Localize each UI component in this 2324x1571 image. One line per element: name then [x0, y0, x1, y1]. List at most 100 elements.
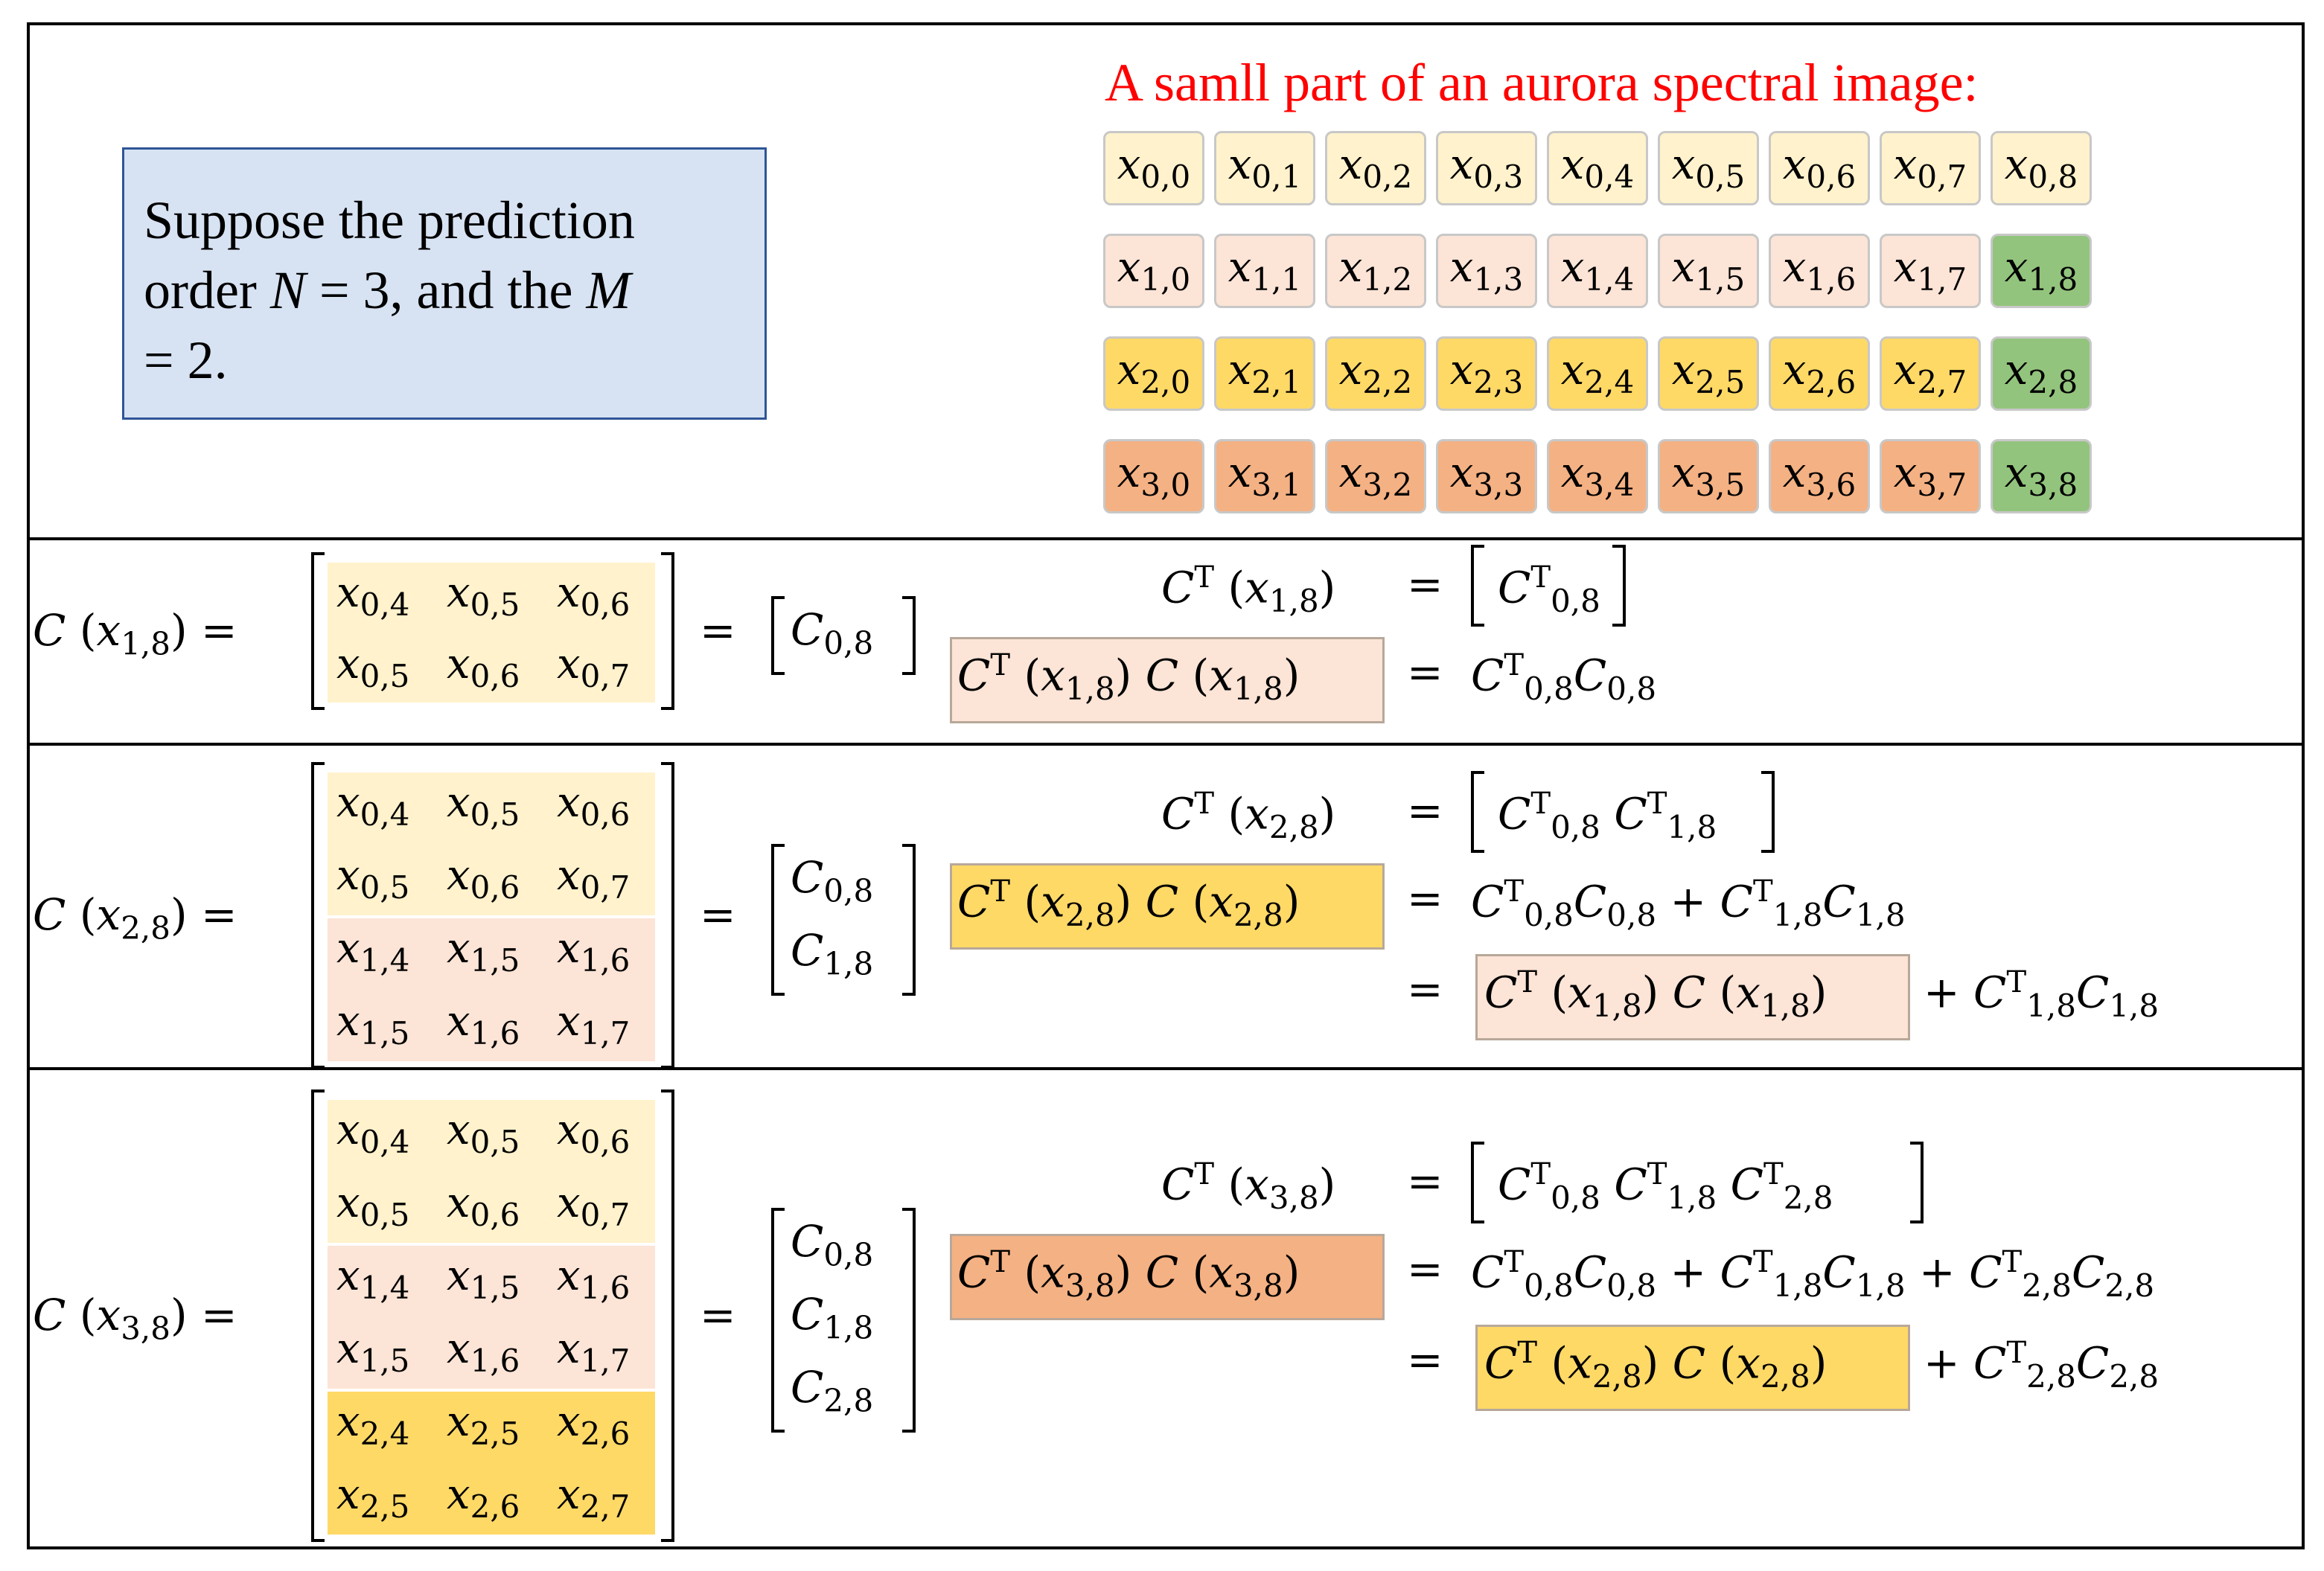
matrix-left-bracket — [311, 1090, 325, 1542]
math-symbol: C — [791, 1289, 824, 1340]
math-subscript: 3,8 — [1233, 1267, 1283, 1304]
math-superscript: T — [1194, 787, 1215, 821]
math-subscript: 1,8 — [2109, 987, 2159, 1024]
math-subscript: 0,5 — [470, 586, 520, 624]
matrix-entry: x0,5 — [336, 1179, 409, 1233]
math-symbol: C — [791, 1216, 824, 1267]
math-subscript: 1,6 — [470, 1343, 520, 1380]
math-subscript: 1,7 — [580, 1343, 631, 1380]
math-subscript: 2,7 — [580, 1488, 631, 1526]
math-text: ( — [66, 605, 97, 656]
math-symbol: x — [447, 997, 470, 1046]
grid-cell-label: x0,2 — [1338, 141, 1413, 196]
grid-cell: x2,0 — [1103, 336, 1204, 411]
grid-cell: x0,0 — [1103, 131, 1204, 205]
math-subscript: 0,8 — [1524, 896, 1574, 933]
math-text: ( — [1214, 1159, 1245, 1210]
math-symbol: C — [1471, 1247, 1504, 1298]
math-symbol: x — [336, 851, 360, 900]
math-symbol: x — [557, 924, 581, 973]
math-subscript: 0,8 — [1606, 1267, 1657, 1304]
matrix-entry: x1,5 — [447, 1252, 520, 1306]
math-text: ( — [1010, 876, 1041, 927]
grid-cell-label: x3,6 — [1782, 449, 1857, 504]
image-title: A samll part of an aurora spectral image… — [1105, 53, 1979, 112]
grid-cell: x3,4 — [1547, 439, 1648, 513]
math-text: = — [700, 1290, 736, 1340]
math-subscript: 1,8 — [823, 1309, 874, 1346]
math-text: = — [1407, 964, 1443, 1014]
product-highlight — [950, 637, 1385, 723]
matrix-entry: x0,4 — [336, 778, 409, 833]
math-symbol: x — [96, 889, 121, 940]
math-symbol: x — [1041, 650, 1065, 701]
math-superscript: T — [2002, 1245, 2023, 1279]
math-symbol: x — [1568, 967, 1592, 1018]
math-text: ) — [170, 605, 188, 656]
math-symbol: C — [2071, 1247, 2105, 1298]
grid-cell-label: x3,0 — [1117, 449, 1191, 504]
matrix-left-bracket — [311, 762, 325, 1069]
math-text: ) — [1810, 1337, 1827, 1389]
ct-row: CT0,8 CT1,8 CT2,8 — [1498, 1159, 1833, 1214]
math-text: = — [1407, 785, 1443, 836]
grid-cell-label: x1,8 — [2004, 243, 2078, 298]
math-text: ( — [1178, 876, 1210, 927]
math-superscript: T — [1194, 1157, 1215, 1191]
math-text: + — [1656, 1247, 1720, 1298]
math-symbol: C — [791, 925, 824, 976]
math-subscript: 1,5 — [470, 942, 520, 979]
math-symbol: C — [1720, 1247, 1753, 1298]
grid-cell: x0,2 — [1325, 131, 1426, 205]
math-symbol: x — [1209, 876, 1233, 927]
recursive-highlight — [1475, 1325, 1910, 1411]
math-symbol: C — [1573, 876, 1607, 927]
math-symbol: x — [447, 1252, 470, 1300]
matrix-band — [328, 1392, 655, 1535]
divider-2 — [27, 743, 2305, 746]
math-symbol: C — [1498, 1159, 1531, 1210]
math-symbol: C — [1161, 1159, 1195, 1210]
matrix-entry: x1,6 — [447, 997, 520, 1052]
note-line-2a: order — [144, 260, 270, 320]
product-lhs: CT (x2,8) C (x2,8) — [957, 877, 1300, 931]
math-symbol: C — [1614, 1159, 1647, 1210]
math-symbol: x — [336, 1252, 360, 1300]
vector-entry: C0,8 — [791, 856, 873, 907]
math-symbol: x — [557, 1252, 581, 1300]
grid-cell-label: x2,1 — [1228, 346, 1302, 401]
grid-cell-label: x2,4 — [1560, 346, 1635, 401]
math-superscript: T — [1530, 787, 1551, 821]
math-subscript: 1,6 — [580, 1270, 631, 1307]
matrix-left-bracket — [311, 552, 325, 710]
matrix-entry: x0,7 — [557, 1179, 630, 1233]
math-symbol: x — [96, 1290, 121, 1340]
ct-row: CT0,8 CT1,8 — [1498, 789, 1717, 843]
matrix-right-bracket — [661, 762, 674, 1069]
math-subscript: 0,5 — [470, 796, 520, 834]
math-subscript: 1,5 — [470, 1270, 520, 1307]
math-superscript: T — [2006, 965, 2027, 999]
math-text: ( — [1537, 967, 1568, 1018]
math-text: = — [1407, 1334, 1443, 1385]
math-symbol: C — [1614, 788, 1647, 839]
matrix-entry: x2,7 — [557, 1471, 630, 1525]
divider-3 — [27, 1067, 2305, 1070]
matrix-entry: x0,6 — [557, 778, 630, 833]
matrix-right-bracket — [661, 552, 674, 710]
matrix-entry: x2,5 — [336, 1471, 409, 1525]
math-subscript: 0,5 — [470, 1124, 520, 1161]
vector-right-bracket — [902, 1208, 916, 1433]
math-subscript: 1,8 — [823, 945, 874, 982]
math-text: ) — [1283, 876, 1300, 927]
ct-left-bracket — [1471, 771, 1484, 853]
grid-cell-label: x0,6 — [1782, 141, 1857, 196]
vector-entry: C1,8 — [791, 929, 873, 980]
math-symbol: x — [336, 1398, 360, 1446]
math-subscript: 1,4 — [360, 942, 410, 979]
ct-eq: = — [1407, 1159, 1443, 1203]
math-subscript: 0,6 — [580, 796, 631, 834]
math-text: ( — [1214, 788, 1245, 839]
ct-lhs: CT (x1,8) — [1161, 563, 1335, 617]
note-line-3: = 2. — [144, 330, 228, 390]
